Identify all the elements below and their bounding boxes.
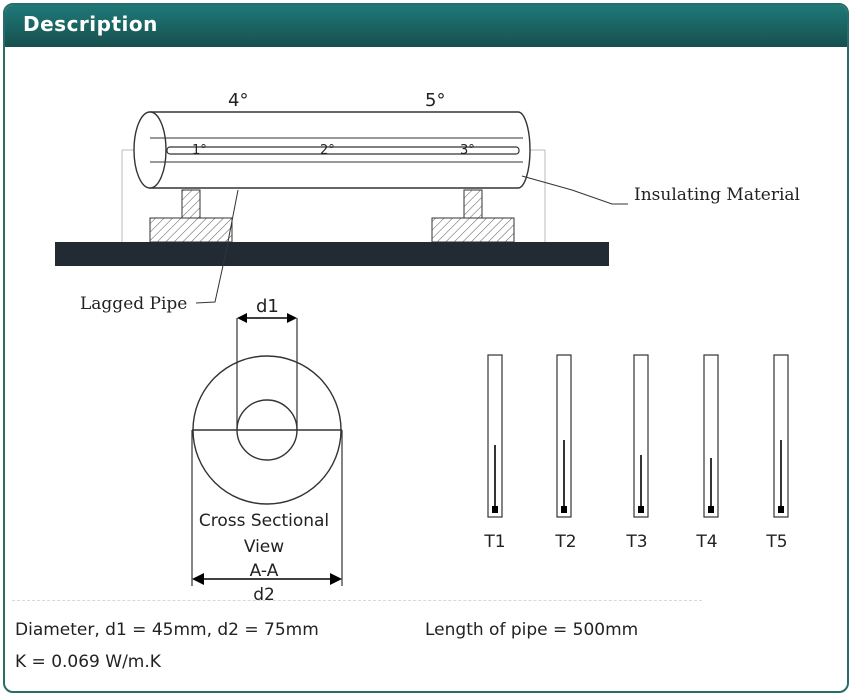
pipe-support-left (149, 189, 233, 243)
diameter-info: Diameter, d1 = 45mm, d2 = 75mm (15, 620, 319, 640)
d1-label: d1 (256, 296, 279, 317)
pipe-support-right (431, 189, 515, 243)
thermometer-label-t5: T5 (765, 532, 787, 552)
insulating-material-leader (521, 175, 628, 205)
cross-section-title-line2: View (244, 537, 284, 557)
thermometer-t3 (633, 354, 649, 518)
thermometer-t4 (703, 354, 719, 518)
insulating-material-label: Insulating Material (634, 185, 800, 205)
pipe-label-3: 3° (460, 143, 475, 158)
pipe-label-2: 2° (320, 143, 335, 158)
pipe-label-1: 1° (192, 143, 207, 158)
lagged-pipe-body (133, 111, 531, 189)
lagged-pipe-label: Lagged Pipe (80, 294, 187, 314)
cross-section-title-line3: A-A (250, 561, 279, 581)
info-divider (12, 600, 702, 601)
conductivity-info: K = 0.069 W/m.K (15, 652, 161, 672)
panel-title: Description (23, 12, 158, 36)
cross-section (191, 313, 343, 586)
pipe-label-4: 4° (228, 90, 248, 111)
thermometer-t2 (556, 354, 572, 518)
cross-section-title-line1: Cross Sectional (199, 511, 329, 531)
lagged-pipe-leader (195, 189, 239, 304)
thermometer-label-t1: T1 (483, 532, 505, 552)
thermometer-label-t2: T2 (554, 532, 576, 552)
thermometer-t1 (487, 354, 503, 518)
pipe-label-5: 5° (425, 90, 445, 111)
panel-header: Description (5, 5, 847, 47)
pipe-length-info: Length of pipe = 500mm (425, 620, 639, 640)
thermometer-label-t3: T3 (625, 532, 647, 552)
thermometer-label-t4: T4 (695, 532, 717, 552)
base-plate (55, 242, 609, 266)
thermometer-t5 (773, 354, 789, 518)
d2-label: d2 (253, 585, 275, 605)
